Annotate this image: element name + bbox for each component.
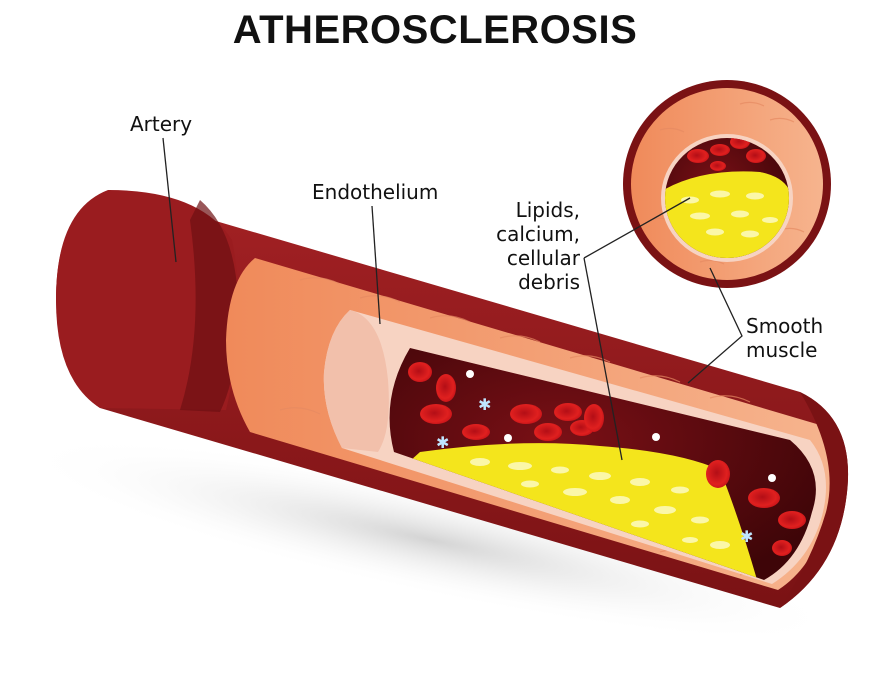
- artery-end-ring: [780, 392, 849, 608]
- blood-cell: [420, 404, 452, 424]
- smooth-muscle-label: Smooth muscle: [746, 314, 823, 362]
- smooth-muscle-label-line: muscle: [746, 338, 818, 362]
- white-cell: [504, 434, 512, 442]
- blood-cell: [554, 403, 582, 421]
- blood-cells: ✱ ✱ ✱: [408, 362, 806, 556]
- white-cell: [652, 433, 660, 441]
- blood-cell: [706, 460, 730, 488]
- cross-section-inset: [623, 80, 831, 288]
- platelet: ✱: [740, 527, 753, 546]
- floor-shadow: [19, 437, 841, 643]
- white-cell: [466, 370, 474, 378]
- artery-cap-shade: [180, 200, 239, 412]
- lipids-label-line: Lipids,: [515, 198, 580, 222]
- smooth-muscle-label-line: Smooth: [746, 314, 824, 338]
- blood-cell: [584, 404, 604, 432]
- blood-cell: [772, 540, 792, 556]
- white-cell: [768, 474, 776, 482]
- lipids-label-line: debris: [518, 270, 580, 294]
- platelet: ✱: [478, 395, 491, 414]
- lipids-label-line: cellular: [506, 246, 580, 270]
- artery-label: Artery: [130, 112, 193, 136]
- artery-leader: [162, 137, 177, 263]
- blood-cell: [436, 374, 456, 402]
- blood-cell: [510, 404, 542, 424]
- plaque-highlights: [470, 458, 730, 549]
- blood-cell: [534, 423, 562, 441]
- blood-cell: [408, 362, 432, 382]
- lipids-label-line: calcium,: [496, 222, 580, 246]
- blood-cell: [778, 511, 806, 529]
- endothelium-label: Endothelium: [312, 180, 439, 204]
- blood-cell: [748, 488, 780, 508]
- platelet: ✱: [436, 433, 449, 452]
- endothelium-edge: [323, 310, 389, 452]
- blood-cell: [462, 424, 490, 440]
- smooth-muscle-leader: [687, 267, 743, 384]
- endothelium-leader: [371, 205, 381, 325]
- lipids-label: Lipids, calcium, cellular debris: [486, 198, 580, 294]
- lipids-leader-main: [583, 257, 623, 461]
- lipids-leader-inset: [583, 197, 691, 259]
- diagram-title: ATHEROSCLEROSIS: [232, 8, 638, 52]
- leader-lines: [162, 137, 743, 461]
